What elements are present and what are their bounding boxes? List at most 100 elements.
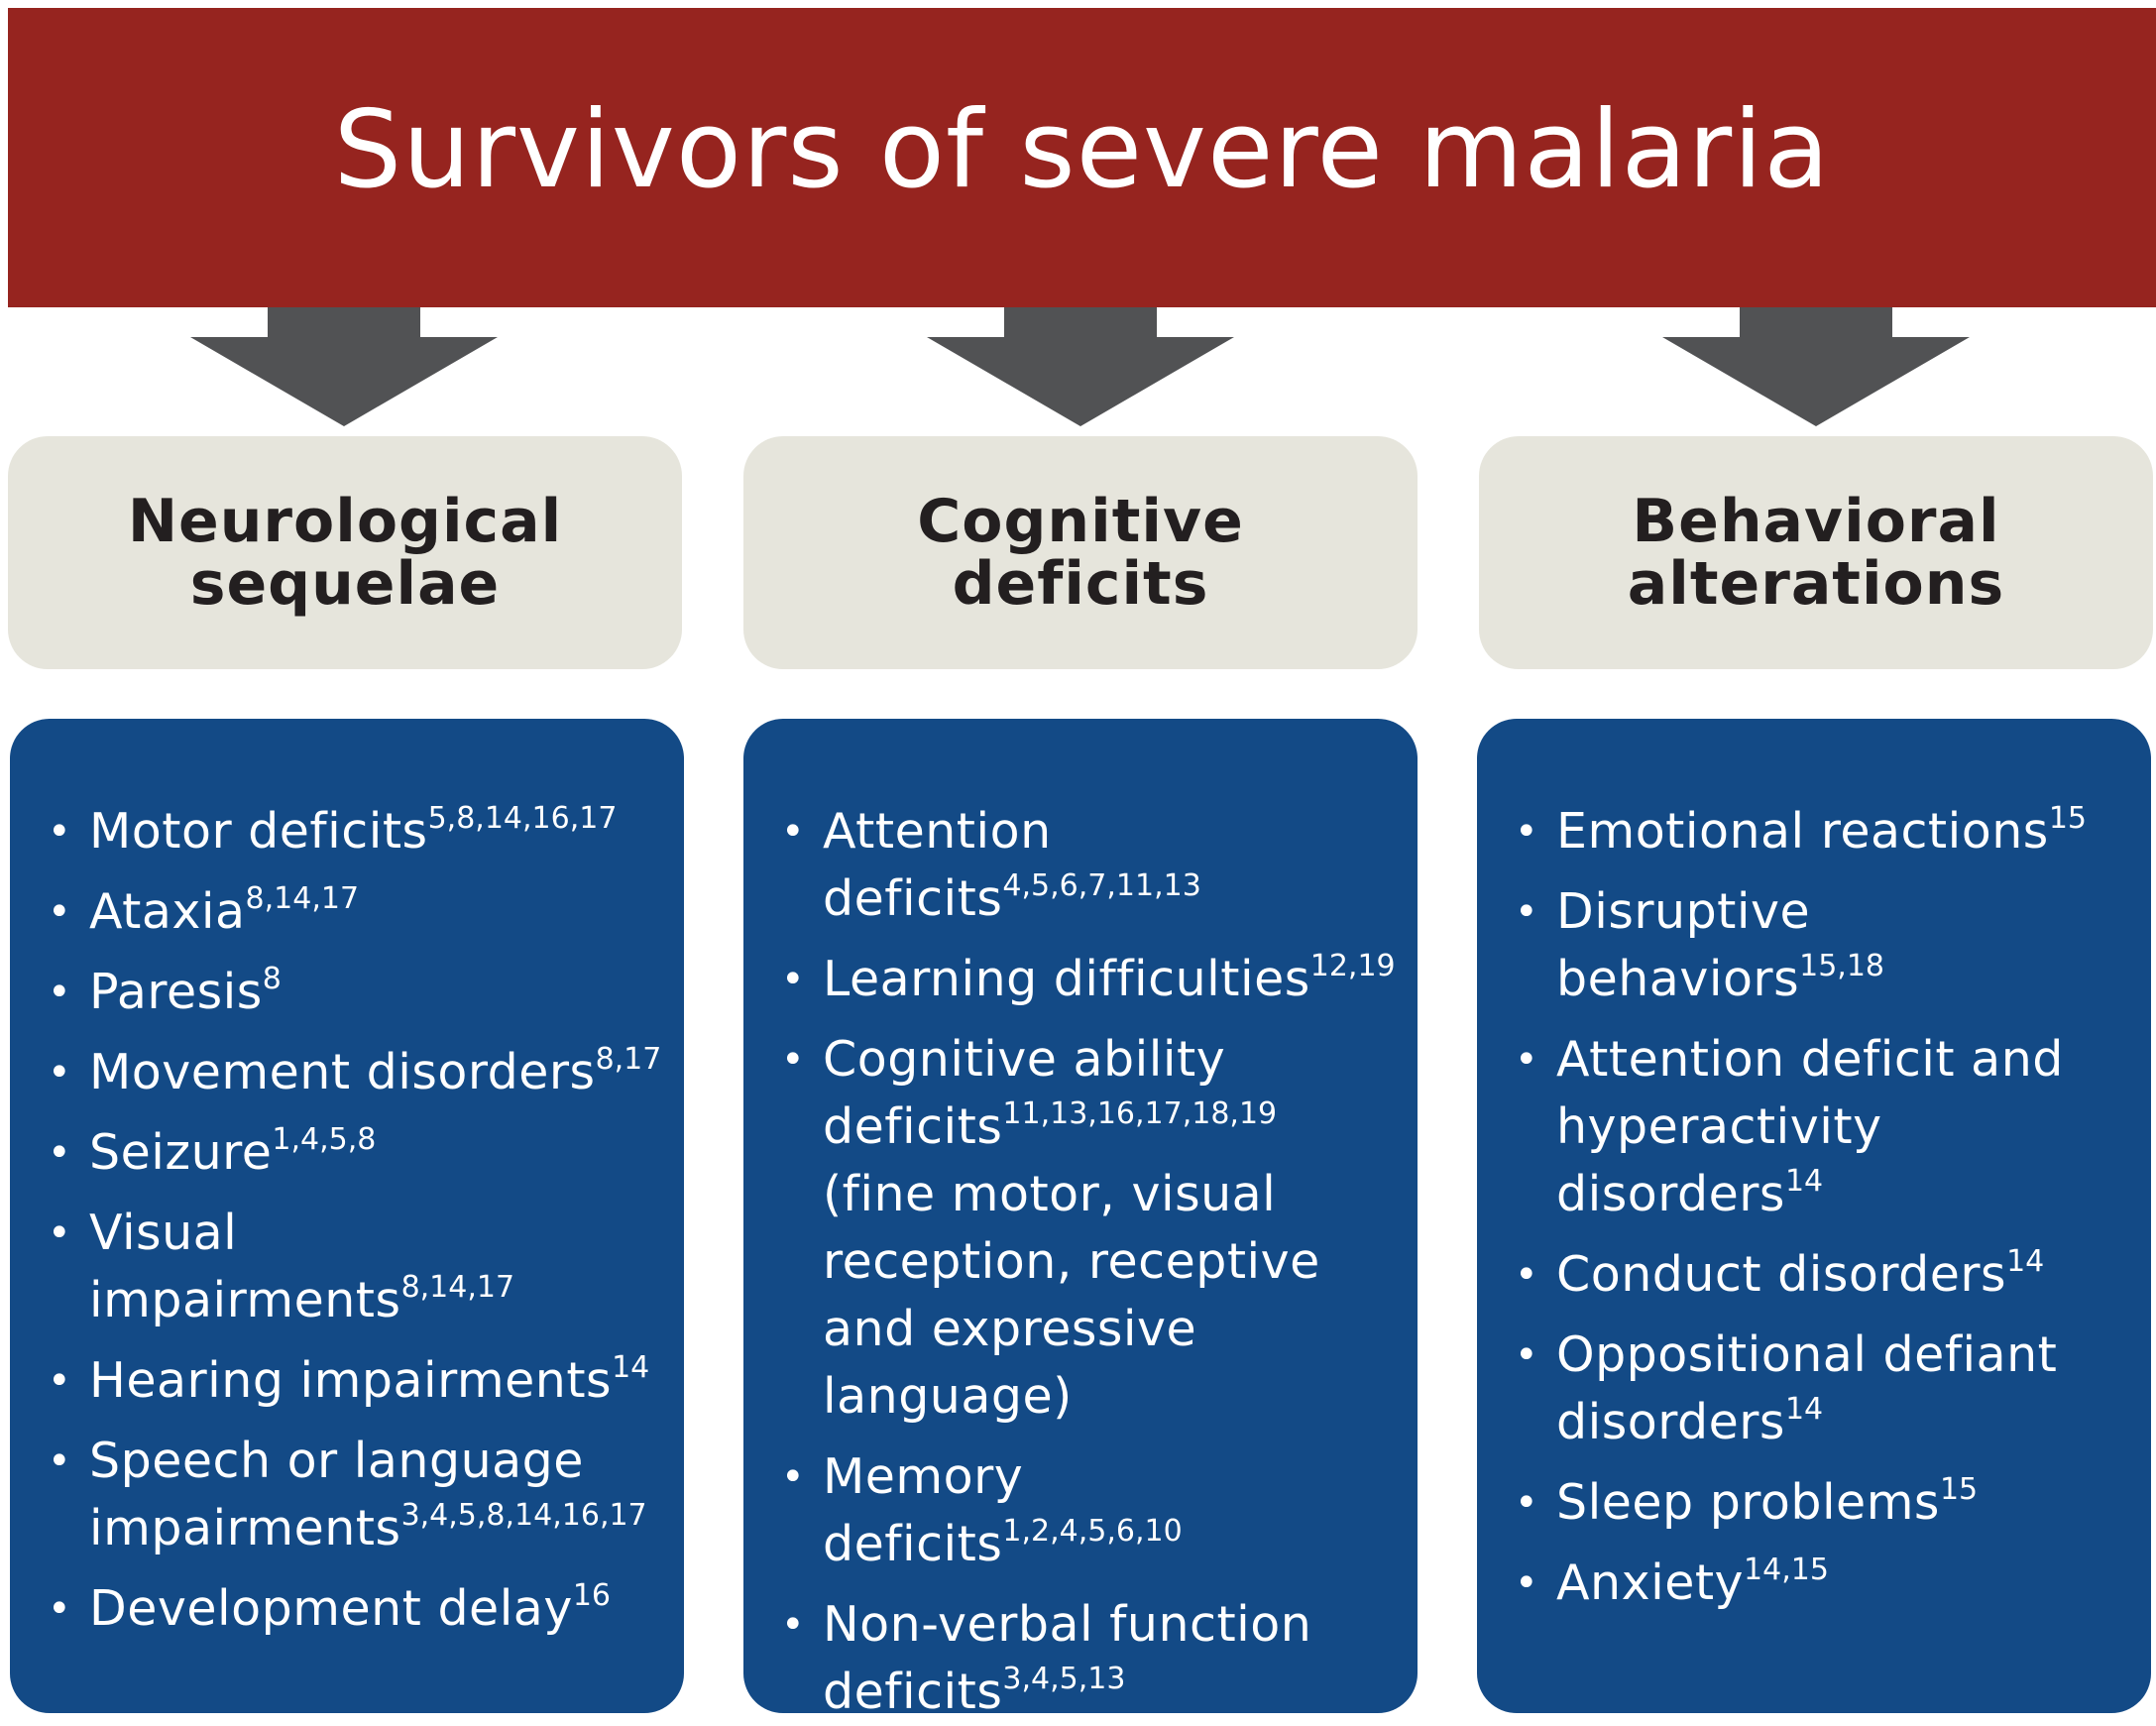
header-line: alterations [1627, 548, 2005, 619]
bullet-icon: • [48, 889, 72, 935]
item-refs: 4,5,6,7,11,13 [1002, 868, 1201, 903]
item-refs: 14 [612, 1350, 650, 1385]
bullet-icon: • [781, 957, 806, 1002]
list-item: • Non-verbal function deficits3,4,5,13 [781, 1591, 1398, 1726]
list-item: • Memory deficits1,2,4,5,6,10 [781, 1443, 1398, 1578]
down-arrow-behavioral [1662, 307, 1970, 426]
item-text: Cognitive ability deficits [823, 1031, 1226, 1155]
item-text: Conduct disorders [1556, 1246, 2007, 1303]
header-line: Neurological [127, 486, 563, 556]
header-line: deficits [952, 548, 1209, 619]
item-text: Non-verbal function deficits [823, 1596, 1312, 1720]
list-item: • Disruptive behaviors15,18 [1515, 878, 2131, 1013]
item-text: Seizure [89, 1124, 273, 1181]
bullet-icon: • [1515, 809, 1539, 855]
list-item: • Visual impairments8,14,17 [48, 1200, 664, 1334]
list-item: • Movement disorders8,17 [48, 1039, 664, 1106]
bullet-icon: • [48, 1586, 72, 1632]
item-refs: 12,19 [1309, 949, 1396, 983]
item-refs: 8 [262, 962, 282, 996]
bullet-icon: • [1515, 889, 1539, 935]
list-item: • Anxiety14,15 [1515, 1550, 2131, 1617]
item-text: Attention deficit and hyperactivity diso… [1556, 1031, 2064, 1222]
item-text: Emotional reactions [1556, 803, 2049, 860]
list-item: • Paresis8 [48, 959, 664, 1026]
item-refs: 14,15 [1744, 1553, 1829, 1587]
header-line: Cognitive [917, 486, 1244, 556]
list-item: • Conduct disorders14 [1515, 1241, 2131, 1309]
bullet-icon: • [48, 1050, 72, 1095]
bullet-icon: • [781, 1602, 806, 1648]
list-item: • Ataxia8,14,17 [48, 878, 664, 946]
item-text: Ataxia [89, 883, 246, 940]
item-refs: 16 [572, 1578, 612, 1613]
main-title: Survivors of severe malaria [333, 88, 1831, 212]
item-refs: 15 [1939, 1472, 1979, 1507]
item-text: Sleep problems [1556, 1474, 1940, 1531]
header-line: Behavioral [1632, 486, 2000, 556]
item-text: Visual impairments [89, 1205, 401, 1328]
bullet-icon: • [48, 970, 72, 1015]
bullet-icon: • [48, 809, 72, 855]
list-item: • Emotional reactions15 [1515, 798, 2131, 865]
list-behavioral-alterations: •Emotional reactions15 •Disruptive behav… [1477, 719, 2151, 1713]
item-refs: 14 [1784, 1164, 1824, 1199]
list-item: • Cognitive ability deficits11,13,16,17,1… [781, 1026, 1398, 1431]
list-item: • Hearing impairments14 [48, 1347, 664, 1415]
down-arrow-cognitive [927, 307, 1234, 426]
item-refs: 14 [1784, 1392, 1824, 1427]
item-refs: 15,18 [1799, 949, 1884, 983]
bullet-icon: • [781, 809, 806, 855]
bullet-icon: • [48, 1438, 72, 1484]
bullet-icon: • [1515, 1252, 1539, 1298]
list-cognitive-deficits: • Attention deficits4,5,6,7,11,13 • Learni… [743, 719, 1418, 1720]
bullet-icon: • [48, 1358, 72, 1404]
item-refs: 14 [2006, 1244, 2045, 1279]
bullet-icon: • [1515, 1037, 1539, 1083]
item-refs: 1,2,4,5,6,10 [1002, 1514, 1183, 1549]
list-item: • Attention deficit and hyperactivity dis… [1515, 1026, 2131, 1228]
item-refs: 3,4,5,8,14,16,17 [400, 1498, 647, 1533]
header-line: sequelae [189, 548, 501, 619]
list-item: • Development delay16 [48, 1575, 664, 1643]
bullet-icon: • [48, 1130, 72, 1176]
item-refs: 5,8,14,16,17 [427, 801, 618, 836]
list-item: • Learning difficulties12,19 [781, 946, 1398, 1013]
down-arrow-neurological [190, 307, 498, 426]
bullet-icon: • [781, 1454, 806, 1500]
item-text: Learning difficulties [823, 951, 1310, 1007]
item-refs: 15 [2048, 801, 2088, 836]
item-text: Memory deficits [823, 1448, 1024, 1572]
list-neurological-sequelae: •Motor deficits5,8,14,16,17 •Ataxia8,14,… [10, 719, 684, 1713]
item-text: Disruptive behaviors [1556, 883, 1811, 1007]
item-refs: 11,13,16,17,18,19 [1002, 1096, 1278, 1131]
item-refs: 8,14,17 [245, 881, 360, 916]
header-neurological-sequelae: Neurological sequelae [8, 436, 682, 669]
header-behavioral-alterations: Behavioral alterations [1479, 436, 2153, 669]
item-refs: 8,14,17 [400, 1270, 515, 1305]
item-refs: 1,4,5,8 [272, 1122, 377, 1157]
list-item: • Attention deficits4,5,6,7,11,13 [781, 798, 1398, 933]
bullet-icon: • [781, 1037, 806, 1083]
bullet-icon: • [1515, 1480, 1539, 1526]
item-text: Oppositional defiant disorders [1556, 1326, 2058, 1450]
item-text: Anxiety [1556, 1554, 1745, 1611]
list-item: • Oppositional defiant disorders14 [1515, 1322, 2131, 1456]
item-text: Hearing impairments [89, 1352, 613, 1409]
item-text: Motor deficits [89, 803, 428, 860]
bullet-icon: • [48, 1210, 72, 1256]
item-text: Development delay [89, 1580, 573, 1637]
header-cognitive-deficits: Cognitive deficits [743, 436, 1418, 669]
item-refs: 3,4,5,13 [1002, 1662, 1126, 1696]
item-detail: (fine motor, visual reception, receptive… [823, 1166, 1320, 1425]
item-text: Speech or language impairments [89, 1433, 584, 1556]
item-text: Attention deficits [823, 803, 1052, 927]
item-text: Paresis [89, 964, 263, 1020]
item-text: Movement disorders [89, 1044, 596, 1100]
title-banner: Survivors of severe malaria [8, 8, 2156, 307]
list-item: • Motor deficits5,8,14,16,17 [48, 798, 664, 865]
item-refs: 8,17 [595, 1042, 662, 1077]
bullet-icon: • [1515, 1560, 1539, 1606]
bullet-icon: • [1515, 1332, 1539, 1378]
list-item: • Speech or language impairments3,4,5,8,1… [48, 1428, 664, 1562]
